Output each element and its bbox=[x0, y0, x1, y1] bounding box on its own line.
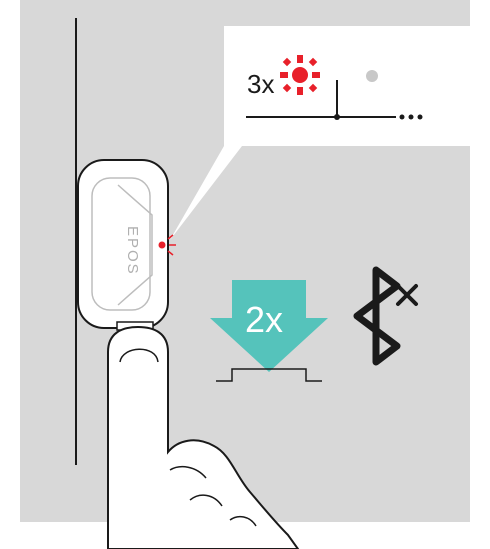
headset-dongle-device: EPOS bbox=[78, 160, 176, 330]
ellipsis-icon bbox=[400, 115, 423, 120]
brand-logo-text: EPOS bbox=[124, 226, 141, 276]
grey-led-off-icon bbox=[366, 70, 378, 82]
red-led-flashing-icon bbox=[280, 55, 320, 95]
press-count-label: 2x bbox=[245, 299, 283, 340]
repeat-count-label: 3x bbox=[247, 69, 274, 99]
